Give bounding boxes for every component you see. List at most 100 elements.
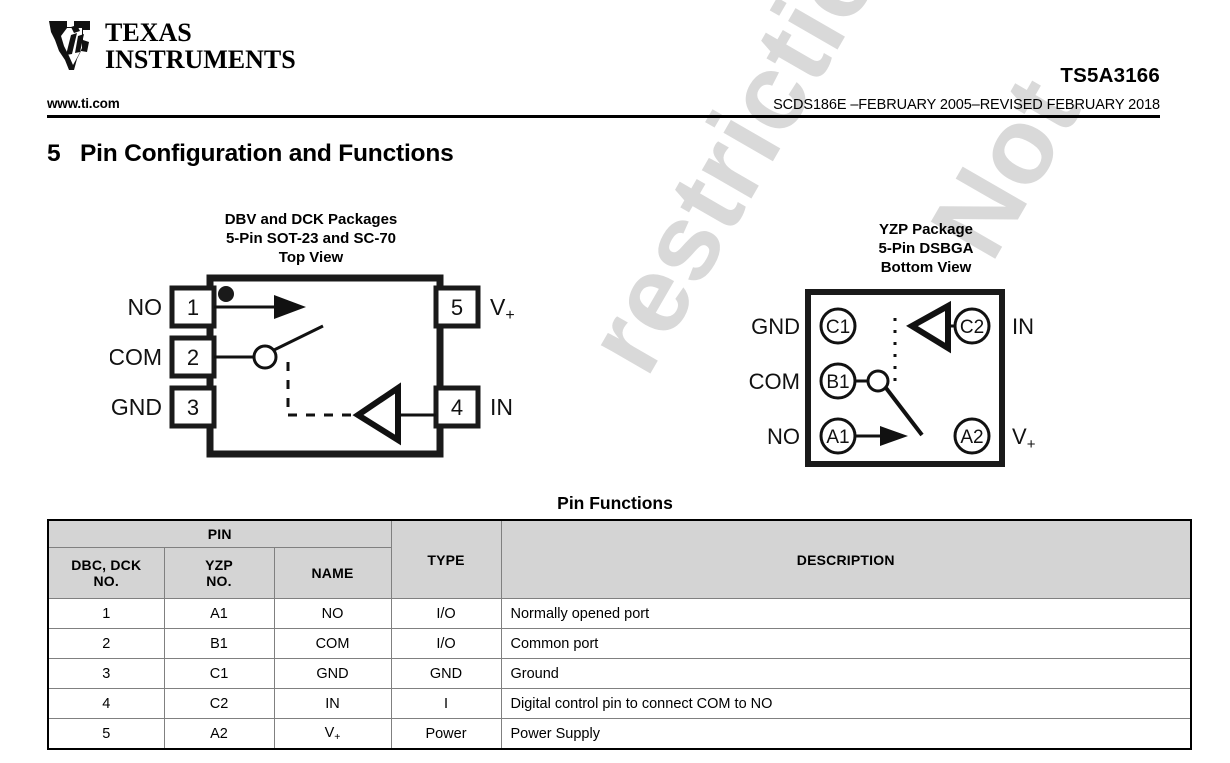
pin-box-1 bbox=[169, 285, 217, 329]
cell-description: Power Supply bbox=[500, 718, 1192, 750]
cell-dbc-dck-no: 3 bbox=[47, 658, 165, 689]
header-name: NAME bbox=[273, 547, 392, 599]
yzp-label-com: COM bbox=[749, 369, 800, 394]
yzp-switch-blade bbox=[884, 386, 924, 437]
dbv-dck-package-caption: DBV and DCK Packages 5-Pin SOT-23 and SC… bbox=[175, 210, 447, 267]
switch-blade bbox=[273, 324, 324, 352]
pin-label-com: COM bbox=[110, 344, 162, 370]
ball-label-c2: C2 bbox=[960, 317, 984, 338]
yzp-label-vplus: V+ bbox=[1012, 424, 1036, 453]
dbv-dck-package-diagram: 1 2 3 5 4 NO COM GND V+ IN bbox=[110, 274, 515, 458]
cell-description: Normally opened port bbox=[500, 598, 1192, 629]
yzp-caption-line3: Bottom View bbox=[880, 259, 972, 276]
pin-label-no: NO bbox=[128, 294, 163, 320]
ti-wordmark-texas: TEXAS bbox=[105, 18, 192, 47]
ball-a2 bbox=[953, 417, 991, 455]
cell-dbc-dck-no: 5 bbox=[47, 718, 165, 750]
pin-functions-title: Pin Functions bbox=[557, 493, 673, 513]
pin-box-2 bbox=[169, 335, 217, 379]
cell-dbc-dck-no: 4 bbox=[47, 688, 165, 719]
ti-wordmark: TEXAS INSTRUMENTS bbox=[105, 19, 296, 73]
cell-dbc-dck-no: 1 bbox=[47, 598, 165, 629]
cell-name: V+ bbox=[273, 718, 392, 750]
yzp-label-in: IN bbox=[1012, 314, 1034, 339]
ti-website-url[interactable]: www.ti.com bbox=[47, 96, 120, 111]
header-yzp-line2: NO. bbox=[206, 573, 232, 589]
document-id-revision: SCDS186E –FEBRUARY 2005–REVISED FEBRUARY… bbox=[773, 97, 1160, 113]
ball-label-b1: B1 bbox=[826, 372, 849, 393]
cell-name: GND bbox=[273, 658, 392, 689]
yzp-switch-pivot bbox=[866, 369, 890, 393]
ball-c1 bbox=[819, 307, 857, 345]
part-number: TS5A3166 bbox=[1060, 64, 1160, 87]
ball-label-c1: C1 bbox=[826, 317, 850, 338]
yzp-package-diagram: C1 B1 A1 C2 A2 GND COM NO IN V+ bbox=[749, 289, 1036, 467]
header-description: DESCRIPTION bbox=[500, 519, 1192, 599]
ti-wordmark-instruments: INSTRUMENTS bbox=[105, 45, 296, 74]
header-dbc-dck-line1: DBC, DCK bbox=[71, 557, 142, 573]
pin-number-4: 4 bbox=[451, 395, 463, 420]
yzp-package-caption: YZP Package 5-Pin DSBGA Bottom View bbox=[790, 220, 1062, 277]
page-header: TEXAS INSTRUMENTS www.ti.com TS5A3166 SC… bbox=[0, 0, 1230, 120]
pin-number-1: 1 bbox=[187, 295, 199, 320]
ball-label-a1: A1 bbox=[826, 427, 849, 448]
header-dbc-dck-no: DBC, DCK NO. bbox=[47, 547, 165, 599]
cell-yzp-no: B1 bbox=[163, 628, 275, 659]
dbv-dck-caption-line2: 5-Pin SOT-23 and SC-70 bbox=[225, 230, 397, 247]
cell-type: Power bbox=[390, 718, 502, 750]
pin-label-vplus: V+ bbox=[490, 294, 515, 324]
cell-type: I/O bbox=[390, 598, 502, 629]
no-arrow-icon bbox=[274, 295, 306, 319]
pin-box-3 bbox=[169, 385, 217, 429]
pin-number-3: 3 bbox=[187, 395, 199, 420]
ball-label-a2: A2 bbox=[960, 427, 983, 448]
cell-description: Ground bbox=[500, 658, 1192, 689]
cell-type: GND bbox=[390, 658, 502, 689]
cell-name: IN bbox=[273, 688, 392, 719]
pin-box-5 bbox=[433, 285, 481, 329]
cell-yzp-no: C2 bbox=[163, 688, 275, 719]
pin-configuration-diagrams: DBV and DCK Packages 5-Pin SOT-23 and SC… bbox=[0, 200, 1230, 490]
cell-dbc-dck-no: 2 bbox=[47, 628, 165, 659]
yzp-no-arrow-icon bbox=[880, 426, 908, 446]
yzp-label-no: NO bbox=[767, 424, 800, 449]
section-number: 5 bbox=[47, 140, 61, 167]
cell-yzp-no: A1 bbox=[163, 598, 275, 629]
texas-outline-icon bbox=[49, 21, 90, 70]
pin-number-2: 2 bbox=[187, 345, 199, 370]
yzp-caption-line2: 5-Pin DSBGA bbox=[878, 240, 974, 257]
header-dbc-dck-line2: NO. bbox=[93, 573, 119, 589]
cell-description: Common port bbox=[500, 628, 1192, 659]
pin-label-in: IN bbox=[490, 394, 513, 420]
yzp-label-gnd: GND bbox=[751, 314, 800, 339]
cell-yzp-no: C1 bbox=[163, 658, 275, 689]
cell-name: COM bbox=[273, 628, 392, 659]
dbv-dck-caption-line1: DBV and DCK Packages bbox=[224, 211, 398, 228]
pin-functions-table: PIN TYPE DESCRIPTION DBC, DCK NO. YZP NO… bbox=[47, 519, 1192, 750]
ti-logo: TEXAS INSTRUMENTS bbox=[47, 18, 296, 76]
table-header: PIN TYPE DESCRIPTION DBC, DCK NO. YZP NO… bbox=[47, 519, 1192, 599]
yzp-caption-line1: YZP Package bbox=[879, 221, 973, 238]
header-divider bbox=[47, 115, 1160, 118]
pin-label-gnd: GND bbox=[111, 394, 162, 420]
pin-functions-table-container: PIN TYPE DESCRIPTION DBC, DCK NO. YZP NO… bbox=[47, 519, 1192, 750]
dbv-dck-caption-line3: Top View bbox=[278, 249, 344, 266]
header-type: TYPE bbox=[390, 519, 502, 599]
cell-type: I/O bbox=[390, 628, 502, 659]
cell-description: Digital control pin to connect COM to NO bbox=[500, 688, 1192, 719]
cell-yzp-no: A2 bbox=[163, 718, 275, 750]
pin-box-4 bbox=[433, 385, 481, 429]
cell-type: I bbox=[390, 688, 502, 719]
pin-number-5: 5 bbox=[451, 295, 463, 320]
header-yzp-line1: YZP bbox=[205, 557, 233, 573]
pin1-marker-dot bbox=[218, 286, 234, 302]
cell-name: NO bbox=[273, 598, 392, 629]
table-header-row-group: PIN TYPE DESCRIPTION bbox=[47, 519, 1192, 599]
